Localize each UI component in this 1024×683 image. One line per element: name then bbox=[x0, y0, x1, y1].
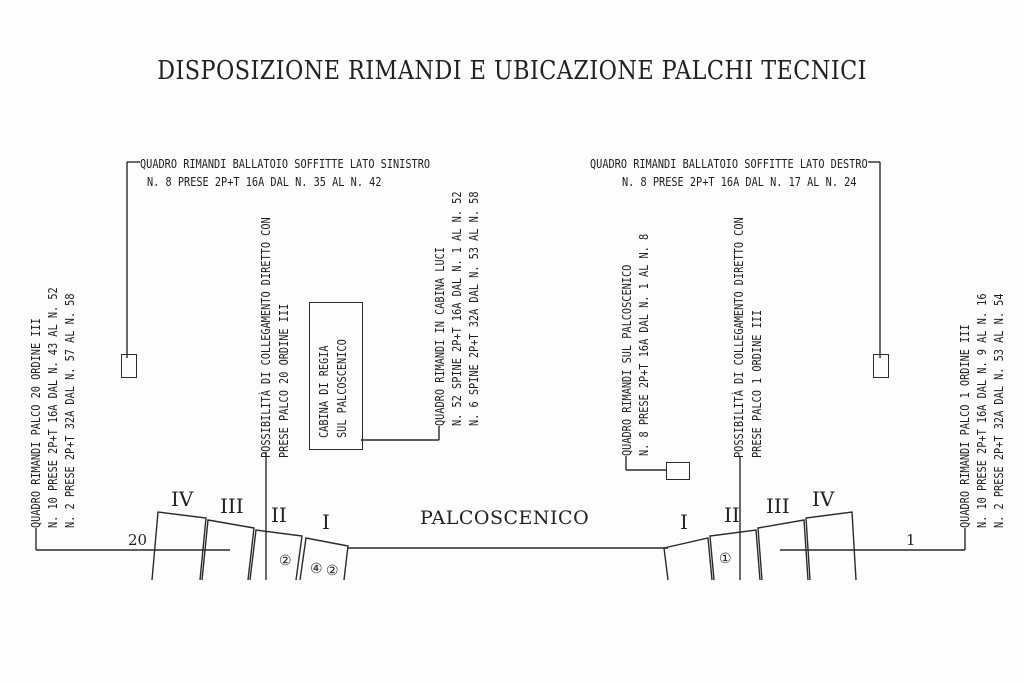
quadro-box-right-soffitte bbox=[873, 354, 889, 378]
label-left-soffitte-1: QUADRO RIMANDI BALLATOIO SOFFITTE LATO S… bbox=[140, 156, 431, 171]
palco-right-i bbox=[663, 537, 713, 581]
palco-number-left: 20 bbox=[128, 531, 148, 549]
order-left-ii: II bbox=[271, 503, 287, 527]
label-right-soffitte-1: QUADRO RIMANDI BALLATOIO SOFFITTE LATO D… bbox=[590, 156, 868, 171]
label-cabina-luci-3: N. 6 SPINE 2P+T 32A DAL N. 53 AL N. 58 bbox=[466, 191, 481, 426]
label-cabina-luci-1: QUADRO RIMANDI IN CABINA LUCI bbox=[432, 247, 447, 426]
palco-left-i bbox=[299, 537, 349, 581]
circled-number-left-3: ② bbox=[326, 563, 339, 579]
palco-left-iv bbox=[151, 511, 207, 581]
palco-number-right: 1 bbox=[906, 531, 916, 549]
label-palcoscenico-2: N. 8 PRESE 2P+T 16A DAL N. 1 AL N. 8 bbox=[636, 233, 651, 456]
quadro-box-palcoscenico bbox=[666, 462, 690, 480]
palco-left-iii bbox=[201, 519, 255, 581]
label-left-possibility-2: PRESE PALCO 20 ORDINE III bbox=[276, 303, 291, 458]
label-palco1-1: QUADRO RIMANDI PALCO 1 ORDINE III bbox=[957, 324, 972, 528]
palco-right-iii bbox=[757, 519, 809, 581]
label-right-possibility-2: PRESE PALCO 1 ORDINE III bbox=[749, 309, 764, 458]
order-left-iii: III bbox=[220, 494, 244, 518]
palco-left-ii bbox=[249, 529, 303, 581]
label-palco20-1: QUADRO RIMANDI PALCO 20 ORDINE III bbox=[28, 318, 43, 528]
label-cabina-regia-2: SUL PALCOSCENICO bbox=[334, 339, 349, 438]
order-left-i: I bbox=[322, 510, 330, 534]
label-palco20-2: N. 10 PRESE 2P+T 16A DAL N. 43 AL N. 52 bbox=[45, 287, 60, 528]
label-cabina-luci-2: N. 52 SPINE 2P+T 16A DAL N. 1 AL N. 52 bbox=[449, 191, 464, 426]
label-palco1-3: N. 2 PRESE 2P+T 32A DAL N. 53 AL N. 54 bbox=[991, 293, 1006, 528]
drawing-title: DISPOSIZIONE RIMANDI E UBICAZIONE PALCHI… bbox=[157, 56, 867, 86]
label-palco1-2: N. 10 PRESE 2P+T 16A DAL N. 9 AL N. 16 bbox=[974, 293, 989, 528]
order-right-i: I bbox=[680, 510, 688, 534]
order-right-iv: IV bbox=[812, 487, 835, 511]
label-cabina-regia-1: CABINA DI REGIA bbox=[316, 345, 331, 438]
label-palco20-3: N. 2 PRESE 2P+T 32A DAL N. 57 AL N. 58 bbox=[62, 293, 77, 528]
label-right-soffitte-2: N. 8 PRESE 2P+T 16A DAL N. 17 AL N. 24 bbox=[622, 174, 857, 189]
palco-right-iv bbox=[805, 511, 857, 581]
label-left-possibility-1: POSSIBILITÀ DI COLLEGAMENTO DIRETTO CON bbox=[258, 217, 273, 458]
circled-number-left-1: ② bbox=[279, 553, 292, 569]
quadro-box-left-soffitte bbox=[121, 354, 137, 378]
label-left-soffitte-2: N. 8 PRESE 2P+T 16A DAL N. 35 AL N. 42 bbox=[147, 174, 382, 189]
circled-number-right-1: ① bbox=[719, 551, 732, 567]
order-right-iii: III bbox=[766, 494, 790, 518]
circled-number-left-2: ④ bbox=[310, 561, 323, 577]
label-right-possibility-1: POSSIBILITÀ DI COLLEGAMENTO DIRETTO CON bbox=[731, 217, 746, 458]
stage-label: PALCOSCENICO bbox=[420, 507, 590, 529]
label-palcoscenico-1: QUADRO RIMANDI SUL PALCOSCENICO bbox=[619, 264, 634, 456]
order-left-iv: IV bbox=[171, 487, 194, 511]
cabina-regia-box bbox=[309, 302, 363, 450]
palco-right-ii bbox=[709, 529, 761, 581]
order-right-ii: II bbox=[724, 503, 740, 527]
